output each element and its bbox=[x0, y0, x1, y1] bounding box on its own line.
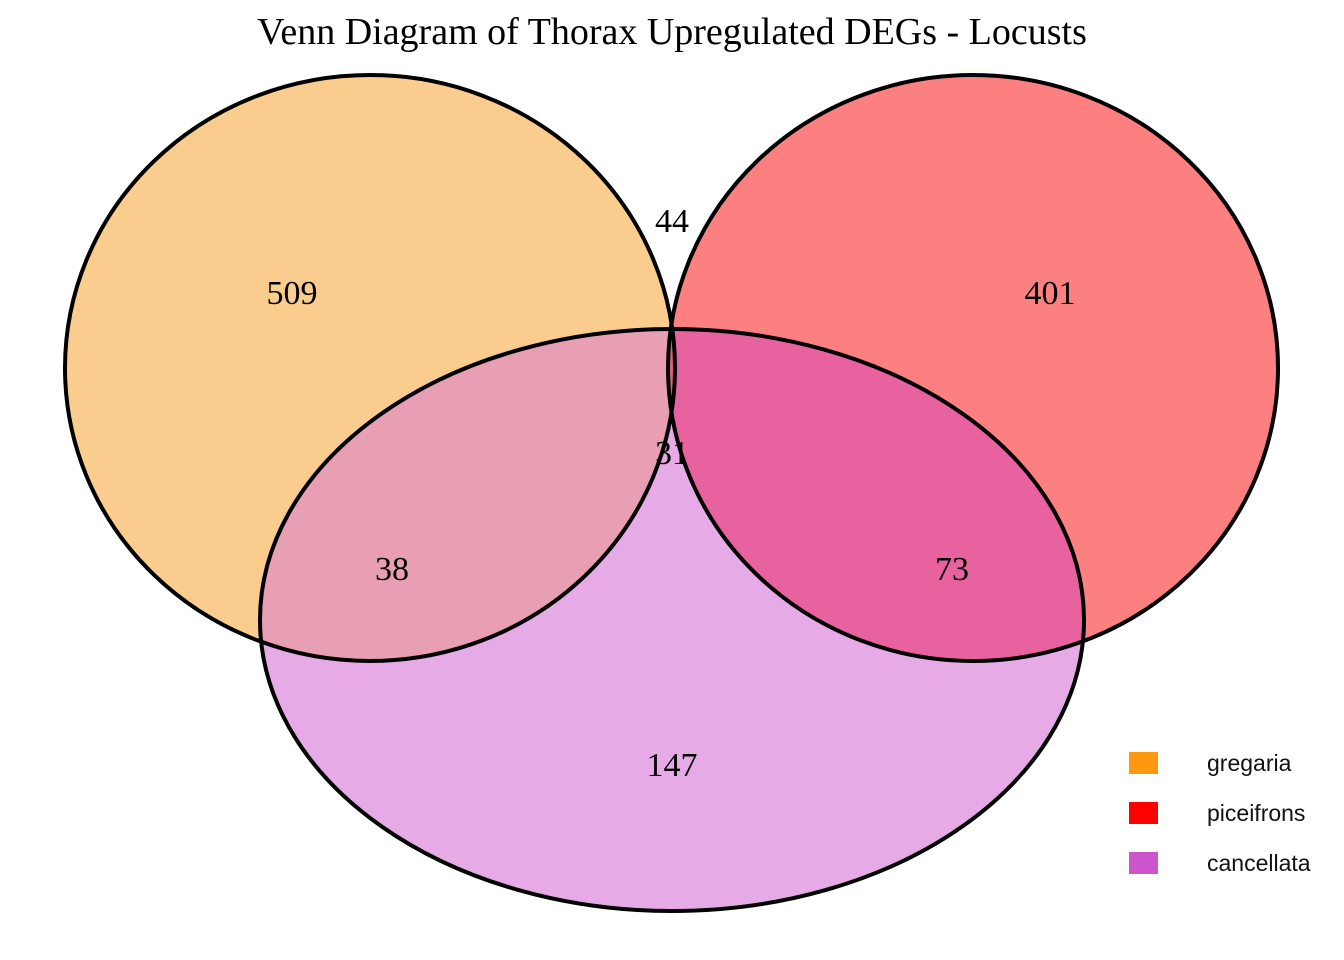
page-title: Venn Diagram of Thorax Upregulated DEGs … bbox=[257, 11, 1087, 53]
legend-swatch-cancellata bbox=[1129, 852, 1158, 874]
legend-label-piceifrons: piceifrons bbox=[1207, 799, 1306, 826]
venn-outline-piceifrons bbox=[666, 73, 1280, 663]
region-count-piceifrons-only: 401 bbox=[1025, 275, 1076, 312]
region-count-gregaria-only: 509 bbox=[267, 275, 318, 312]
legend-item-cancellata[interactable]: cancellata bbox=[1129, 848, 1344, 878]
legend-swatch-piceifrons bbox=[1129, 802, 1158, 824]
legend-swatch-gregaria bbox=[1129, 752, 1158, 774]
region-count-piceifrons-cancellata: 73 bbox=[935, 551, 969, 588]
legend-item-piceifrons[interactable]: piceifrons bbox=[1129, 798, 1344, 828]
legend-label-cancellata: cancellata bbox=[1207, 849, 1311, 876]
region-count-triple: 31 bbox=[655, 435, 689, 472]
legend-item-gregaria[interactable]: gregaria bbox=[1129, 748, 1344, 778]
region-count-gregaria-piceifrons: 44 bbox=[655, 203, 689, 240]
venn-outline-cancellata bbox=[258, 327, 1086, 913]
legend-label-gregaria: gregaria bbox=[1207, 749, 1292, 776]
region-count-cancellata-only: 147 bbox=[647, 747, 698, 784]
region-count-gregaria-cancellata: 38 bbox=[375, 551, 409, 588]
venn-outline-gregaria bbox=[63, 73, 677, 663]
legend: gregaria piceifrons cancellata bbox=[1129, 748, 1344, 898]
